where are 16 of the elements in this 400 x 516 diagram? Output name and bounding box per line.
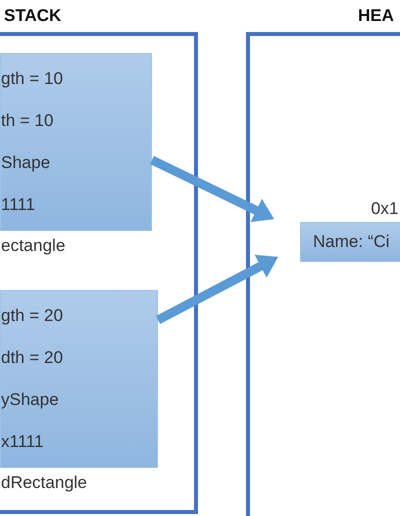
field-text: dth = 20 (1, 348, 64, 368)
field-text: 1111 (1, 195, 36, 215)
pointer-arrow (156, 254, 278, 324)
field-text: Name: “Ci (313, 232, 391, 252)
field-text: yShape (1, 390, 60, 410)
field-text: x1111 (1, 432, 45, 452)
panel-heading: STACK (4, 6, 62, 26)
caption-text: ectangle (1, 236, 66, 256)
field-text: gth = 10 (1, 69, 64, 89)
caption-text: dRectangle (1, 473, 88, 493)
pointer-arrow (150, 156, 274, 222)
panel-heading: HEA (358, 6, 394, 26)
field-text: gth = 20 (1, 306, 64, 326)
field-text: th = 10 (1, 111, 54, 131)
field-text: Shape (1, 153, 52, 173)
caption-text: 0x1 (371, 199, 398, 219)
